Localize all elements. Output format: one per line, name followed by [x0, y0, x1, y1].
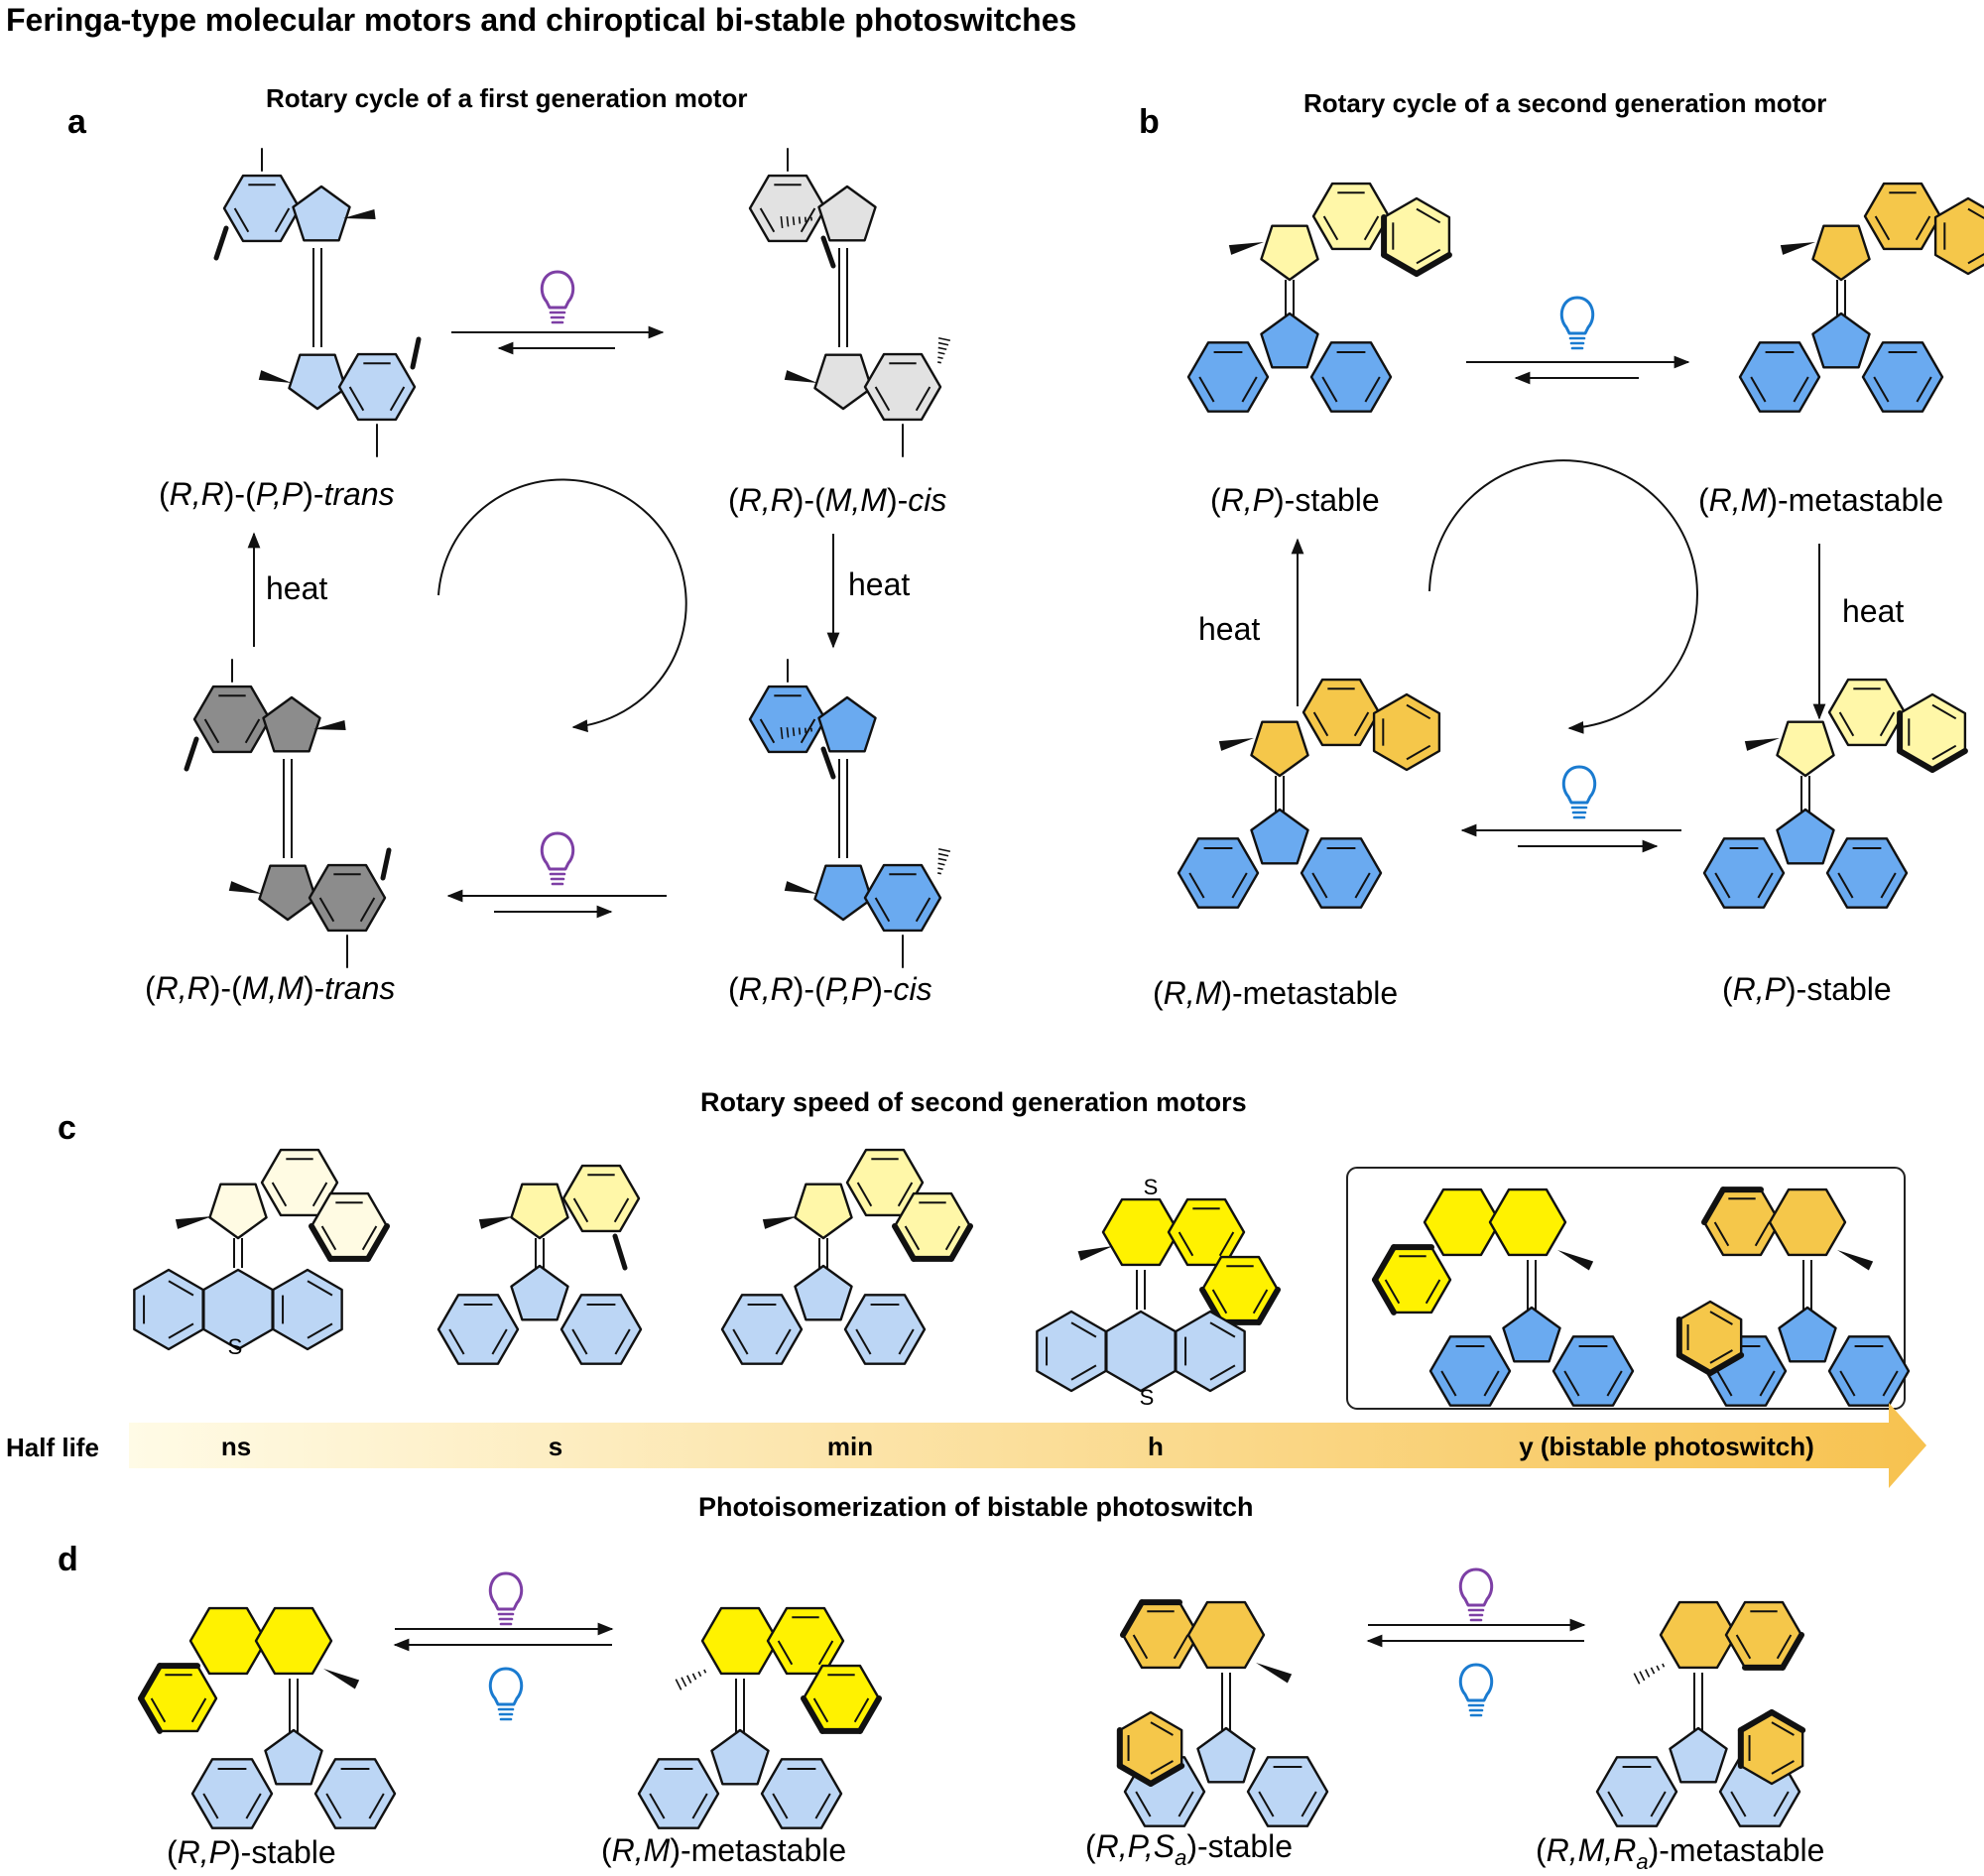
panel-b-letter: b [1139, 103, 1160, 141]
figure-title: Feringa-type molecular motors and chirop… [6, 2, 1076, 38]
label-a-1: (R,R)-(P,P)-trans [159, 476, 395, 512]
molecule-RP-stable [1186, 182, 1452, 413]
label-a-3: (R,R)-(M,M)-trans [145, 970, 395, 1006]
half-life-tick: s [549, 1432, 562, 1461]
molecule-MM-cis [748, 148, 951, 457]
label-a-4: (R,R)-(P,P)-cis [728, 971, 932, 1007]
lightbulb-icon [1559, 296, 1595, 350]
rotation-arrow-a [437, 478, 687, 733]
label-b-3: (R,M)-metastable [1153, 975, 1398, 1011]
molecule-RP-stable [1702, 678, 1968, 909]
panel-b: b Rotary cycle of a second generation mo… [1139, 88, 1984, 1011]
label-d-3: (R,P,Sa)-stable [1085, 1828, 1293, 1870]
panel-a-letter: a [67, 103, 87, 141]
half-life-label: Half life [6, 1433, 99, 1462]
lightbulb-icon [488, 1571, 524, 1626]
lightbulb-icon [540, 831, 575, 886]
half-life-tick: h [1148, 1432, 1164, 1461]
panel-c-letter: c [58, 1109, 76, 1147]
panel-d: d Photoisomerization of bistable photosw… [58, 1492, 1824, 1874]
equilibrium-arrow-d-left [393, 1622, 614, 1652]
half-life-tick: ns [221, 1432, 251, 1461]
label-d-2: (R,M)-metastable [601, 1832, 846, 1868]
panel-c-heading: Rotary speed of second generation motors [700, 1087, 1247, 1117]
panel-c: c Rotary speed of second generation moto… [6, 1087, 1926, 1488]
lightbulb-icon [1561, 765, 1597, 819]
switch-RPSa-stable [1116, 1599, 1329, 1827]
panel-b-heading: Rotary cycle of a second generation moto… [1303, 88, 1826, 118]
motor-thiopyran [1036, 1197, 1281, 1393]
motor-fluorene-naphthyl [720, 1148, 973, 1365]
molecule-RM-metastable [1177, 678, 1441, 909]
equilibrium-arrow-top-b [1466, 355, 1690, 385]
equilibrium-arrow-d-right [1366, 1618, 1586, 1648]
lightbulb-icon [1458, 1567, 1494, 1622]
molecule-RM-metastable [1738, 182, 1984, 413]
half-life-tick: y (bistable photoswitch) [1519, 1432, 1814, 1461]
label-a-2: (R,R)-(M,M)-cis [728, 482, 946, 518]
label-d-4: (R,M,Ra)-metastable [1536, 1832, 1824, 1874]
lightbulb-icon [1458, 1663, 1494, 1717]
equilibrium-arrow-top-a [451, 325, 665, 355]
label-b-1: (R,P)-stable [1210, 482, 1380, 518]
lightbulb-icon [488, 1667, 524, 1721]
bistable-switch-biaryl [1675, 1187, 1911, 1407]
half-life-tick: min [827, 1432, 873, 1461]
label-b-4: (R,P)-stable [1722, 971, 1892, 1007]
panel-a-heading: Rotary cycle of a first generation motor [266, 83, 747, 113]
molecule-MM-trans [184, 659, 392, 968]
switch-RP-stable [138, 1606, 397, 1829]
heat-label-left-b: heat [1198, 611, 1260, 647]
bistable-highlight-box [1346, 1167, 1906, 1410]
panel-d-letter: d [58, 1541, 78, 1578]
lightbulb-icon [540, 270, 575, 324]
label-b-2: (R,M)-metastable [1698, 482, 1943, 518]
heat-label-right-a: heat [848, 566, 910, 602]
panel-d-heading: Photoisomerization of bistable photoswit… [698, 1492, 1254, 1522]
switch-RM-metastable [637, 1606, 882, 1829]
sulfur-atom: S [1140, 1385, 1155, 1410]
sulfur-atom: S [1144, 1175, 1159, 1199]
sulfur-atom: S [228, 1334, 243, 1359]
rotation-arrow-b [1428, 459, 1698, 734]
panel-a: a Rotary cycle of a first generation mot… [67, 83, 951, 1007]
switch-RMRa-metastable [1595, 1600, 1806, 1827]
equilibrium-arrow-bottom-a [446, 889, 667, 919]
motor-thioxanthene-fast [133, 1148, 390, 1351]
equilibrium-arrow-bottom-b [1460, 823, 1681, 853]
label-d-1: (R,P)-stable [167, 1834, 336, 1870]
molecule-PP-cis [748, 659, 951, 968]
heat-label-right-b: heat [1842, 593, 1904, 629]
motor-fluorene-methyl [436, 1164, 643, 1365]
half-life-scale: ns s min h y (bistable photoswitch) [221, 1432, 1814, 1461]
molecule-PP-trans [213, 148, 422, 457]
bistable-switch-naphthyl [1372, 1188, 1635, 1407]
half-life-arrow [129, 1403, 1926, 1488]
heat-label-left-a: heat [266, 570, 327, 606]
